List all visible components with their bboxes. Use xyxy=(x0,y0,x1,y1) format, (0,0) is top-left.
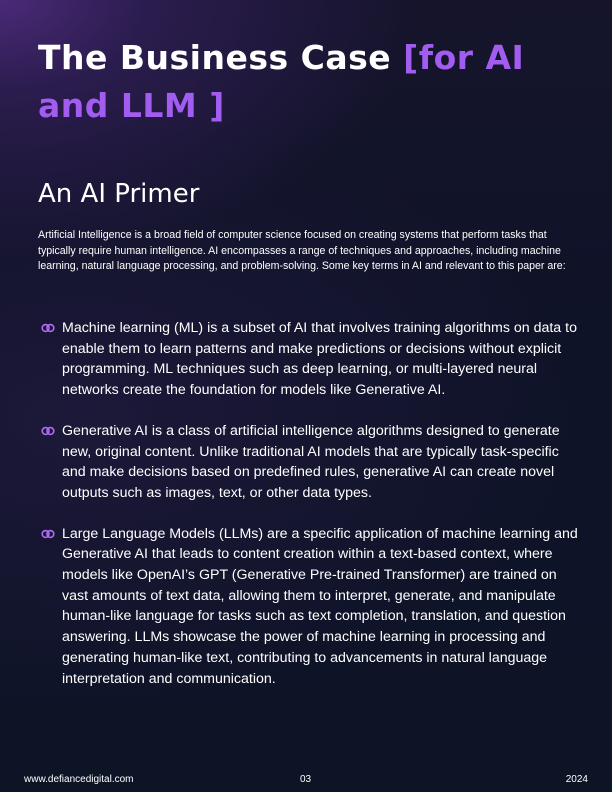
list-item: Machine learning (ML) is a subset of AI … xyxy=(38,318,578,401)
footer-year: 2024 xyxy=(565,774,588,785)
list-item: Large Language Models (LLMs) are a speci… xyxy=(38,524,578,690)
footer-website-link[interactable]: www.defiancedigital.com xyxy=(24,774,134,785)
list-item-text: Large Language Models (LLMs) are a speci… xyxy=(62,525,578,687)
page-title-accent: [for AI and LLM ] xyxy=(38,38,525,125)
page-footer: www.defiancedigital.com 03 2024 xyxy=(24,773,588,787)
list-item-text: Machine learning (ML) is a subset of AI … xyxy=(62,320,577,399)
section-heading: An AI Primer xyxy=(38,179,200,209)
page-number: 03 xyxy=(300,774,312,785)
key-terms-list: Machine learning (ML) is a subset of AI … xyxy=(38,318,578,689)
interlinked-rings-icon xyxy=(41,426,55,436)
page-title-main: The Business Case xyxy=(38,38,404,77)
interlinked-rings-icon xyxy=(41,323,55,333)
list-item-text: Generative AI is a class of artificial i… xyxy=(62,422,560,501)
intro-paragraph: Artificial Intelligence is a broad field… xyxy=(38,229,566,272)
list-item: Generative AI is a class of artificial i… xyxy=(38,421,578,504)
interlinked-rings-icon xyxy=(41,529,55,538)
page-title: The Business Case [for AI and LLM ] xyxy=(38,34,578,130)
